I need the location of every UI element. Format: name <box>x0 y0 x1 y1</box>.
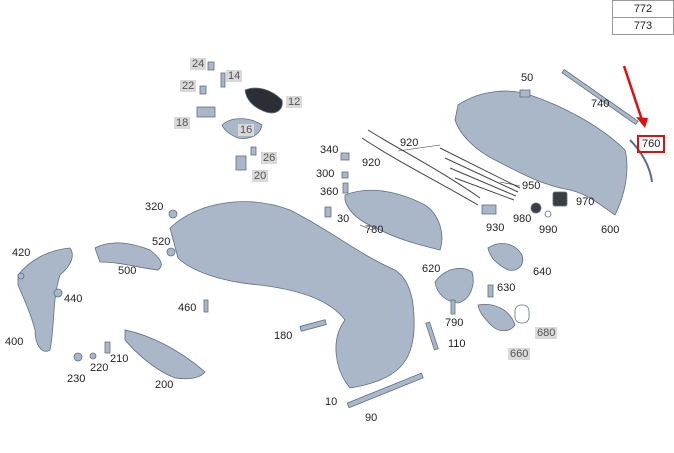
callout-90[interactable]: 90 <box>365 412 378 424</box>
callout-320[interactable]: 320 <box>145 201 164 213</box>
trim-180 <box>299 319 327 332</box>
ref-cell: 773 <box>612 17 674 35</box>
trim-660 <box>477 303 516 332</box>
screw-460 <box>203 299 209 313</box>
wire-920a <box>367 129 481 199</box>
trim-110 <box>425 321 439 351</box>
highlight-arrow <box>622 65 648 128</box>
callout-220[interactable]: 220 <box>90 362 109 374</box>
clip-22 <box>199 85 207 95</box>
callout-110[interactable]: 110 <box>448 338 466 350</box>
callout-20[interactable]: 20 <box>252 170 269 182</box>
bracket-640 <box>487 243 524 271</box>
callout-440[interactable]: 440 <box>64 293 83 305</box>
callout-420[interactable]: 420 <box>12 247 31 259</box>
callout-30[interactable]: 30 <box>337 213 350 225</box>
callout-740[interactable]: 740 <box>591 98 610 110</box>
callout-26[interactable]: 26 <box>261 152 278 164</box>
clip-50 <box>519 89 531 98</box>
part-300 <box>341 171 349 179</box>
left-bracket <box>17 247 73 352</box>
callout-790[interactable]: 790 <box>445 317 464 329</box>
clip-210 <box>104 341 111 354</box>
callout-640[interactable]: 640 <box>533 266 552 278</box>
callout-780[interactable]: 780 <box>365 224 384 236</box>
clip-340 <box>340 152 350 161</box>
bracket-780 <box>344 189 443 251</box>
strip-760 <box>629 139 653 183</box>
callout-210[interactable]: 210 <box>110 353 129 365</box>
leader-920 <box>397 144 441 152</box>
screw-630 <box>487 284 494 298</box>
bracket-500 <box>94 242 162 271</box>
nut-440 <box>53 288 63 298</box>
callout-630[interactable]: 630 <box>497 282 516 294</box>
callout-400[interactable]: 400 <box>5 336 24 348</box>
callout-920[interactable]: 920 <box>362 157 381 169</box>
screw-790 <box>450 299 456 315</box>
cover-12 <box>244 87 283 114</box>
sensor-970 <box>552 191 568 207</box>
callout-520[interactable]: 520 <box>152 236 171 248</box>
callout-920[interactable]: 920 <box>400 137 419 149</box>
callout-12[interactable]: 12 <box>286 96 303 108</box>
callout-760[interactable]: 760 <box>636 135 666 153</box>
bracket-18 <box>196 106 216 118</box>
part-20 <box>235 155 247 171</box>
nut-320 <box>168 209 178 219</box>
pin-14 <box>220 72 226 88</box>
leader-780 <box>359 224 373 231</box>
callout-600[interactable]: 600 <box>601 224 620 236</box>
bumper-cover <box>169 201 415 389</box>
housing-620 <box>434 267 474 304</box>
callout-500[interactable]: 500 <box>118 265 137 277</box>
callout-50[interactable]: 50 <box>521 72 534 84</box>
trim-740 <box>561 68 639 126</box>
ref-cell: 772 <box>612 0 674 18</box>
callout-340[interactable]: 340 <box>320 144 339 156</box>
reference-number-table: 772 773 <box>612 0 674 35</box>
wire-bundle-950 <box>439 147 521 201</box>
nut-980 <box>530 202 542 214</box>
grille-200 <box>124 329 206 380</box>
wire-920b <box>361 137 479 206</box>
screw-420 <box>17 272 25 280</box>
callout-200[interactable]: 200 <box>155 379 174 391</box>
ring-680 <box>514 304 530 324</box>
nut-520 <box>166 247 176 257</box>
callout-180[interactable]: 180 <box>274 330 293 342</box>
callout-970[interactable]: 970 <box>576 196 595 208</box>
callout-680[interactable]: 680 <box>535 327 558 339</box>
screw-360 <box>342 182 349 194</box>
callout-300[interactable]: 300 <box>316 168 335 180</box>
callout-620[interactable]: 620 <box>422 263 441 275</box>
callout-980[interactable]: 980 <box>513 213 532 225</box>
callout-18[interactable]: 18 <box>174 117 191 129</box>
callout-230[interactable]: 230 <box>67 373 86 385</box>
callout-990[interactable]: 990 <box>539 224 558 236</box>
screw-30 <box>324 206 332 218</box>
leader-950 <box>499 181 521 187</box>
callout-14[interactable]: 14 <box>226 70 243 82</box>
callout-460[interactable]: 460 <box>178 302 197 314</box>
callout-930[interactable]: 930 <box>486 222 505 234</box>
callout-24[interactable]: 24 <box>190 58 207 70</box>
clip-930 <box>481 204 497 215</box>
callout-22[interactable]: 22 <box>180 80 197 92</box>
callout-10[interactable]: 10 <box>325 396 338 408</box>
callout-660[interactable]: 660 <box>508 348 531 360</box>
nut-220 <box>89 352 97 360</box>
part-26 <box>250 146 257 156</box>
clip-24 <box>207 61 215 71</box>
nut-230 <box>73 352 83 362</box>
ring-990 <box>544 210 552 218</box>
callout-950[interactable]: 950 <box>522 180 541 192</box>
callout-360[interactable]: 360 <box>320 186 339 198</box>
trim-90 <box>346 372 424 409</box>
callout-16[interactable]: 16 <box>238 124 255 136</box>
